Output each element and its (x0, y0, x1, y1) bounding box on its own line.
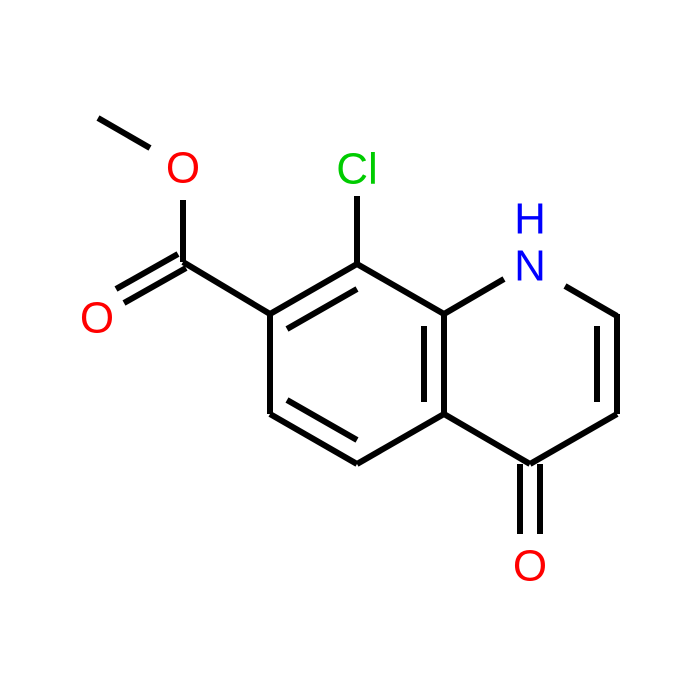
bond-carbonyl-double-b (114, 251, 180, 292)
chlorine-label: Cl (336, 145, 378, 194)
bond-c8a-n (442, 276, 506, 317)
bond-c7-c8 (268, 261, 359, 317)
bond-c4a-c5 (355, 411, 446, 467)
bond-c3-c4 (528, 411, 619, 467)
bond-methyl-o (96, 115, 152, 151)
bond-carbonyl-double-a (122, 265, 188, 306)
bond-c5-c6 (268, 411, 359, 467)
bond-n-c2 (563, 283, 619, 319)
nitrogen-label: N (514, 242, 546, 291)
bond-c8-c8a (355, 261, 446, 317)
bond-c7-c8-inner (285, 286, 359, 332)
bond-c4-c4a (442, 411, 532, 467)
carbonyl-oxygen-label: O (80, 294, 114, 343)
ester-oxygen-label: O (166, 144, 200, 193)
bond-carbonyl-ring (181, 259, 272, 317)
hydrogen-label: H (514, 195, 546, 244)
ketone-oxygen-label: O (513, 542, 547, 591)
bond-c5-c6-inner (285, 397, 359, 443)
